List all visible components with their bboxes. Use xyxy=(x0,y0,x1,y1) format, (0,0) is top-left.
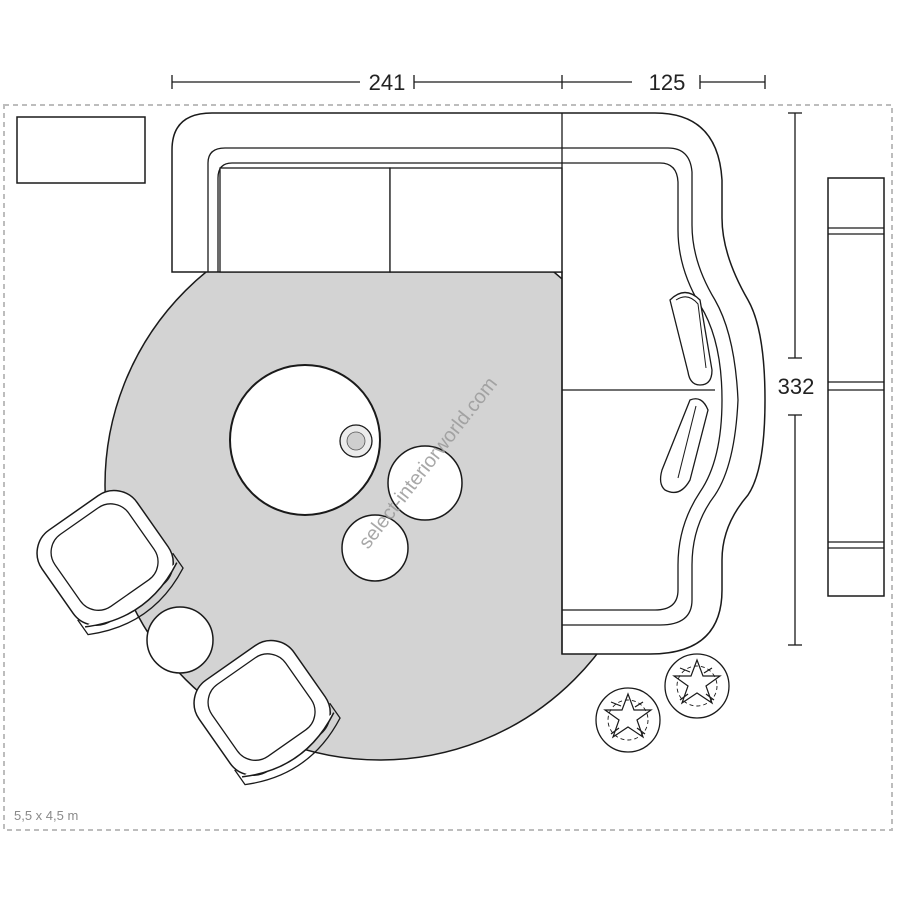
room-outline xyxy=(3,104,893,831)
dimension-top: 241 125 xyxy=(171,70,766,95)
coffee-table xyxy=(229,364,381,516)
sectional-sofa xyxy=(171,112,766,655)
dimension-label-241: 241 xyxy=(369,70,406,95)
dimension-right: 332 xyxy=(778,112,815,646)
wall-frame xyxy=(16,116,146,184)
armchair-icon xyxy=(36,489,184,636)
pillow xyxy=(659,398,709,494)
plant-icon xyxy=(664,653,730,719)
pillow xyxy=(669,291,713,386)
dimension-label-332: 332 xyxy=(778,374,815,399)
side-table-icon xyxy=(341,514,409,582)
side-table-icon xyxy=(387,445,463,521)
dimension-label-125: 125 xyxy=(649,70,686,95)
wall-cabinet xyxy=(827,177,885,597)
armchair-icon xyxy=(193,639,341,786)
side-table-icon xyxy=(146,606,214,674)
plant-icon xyxy=(595,687,661,753)
room-size-label: 5,5 x 4,5 m xyxy=(14,808,78,823)
